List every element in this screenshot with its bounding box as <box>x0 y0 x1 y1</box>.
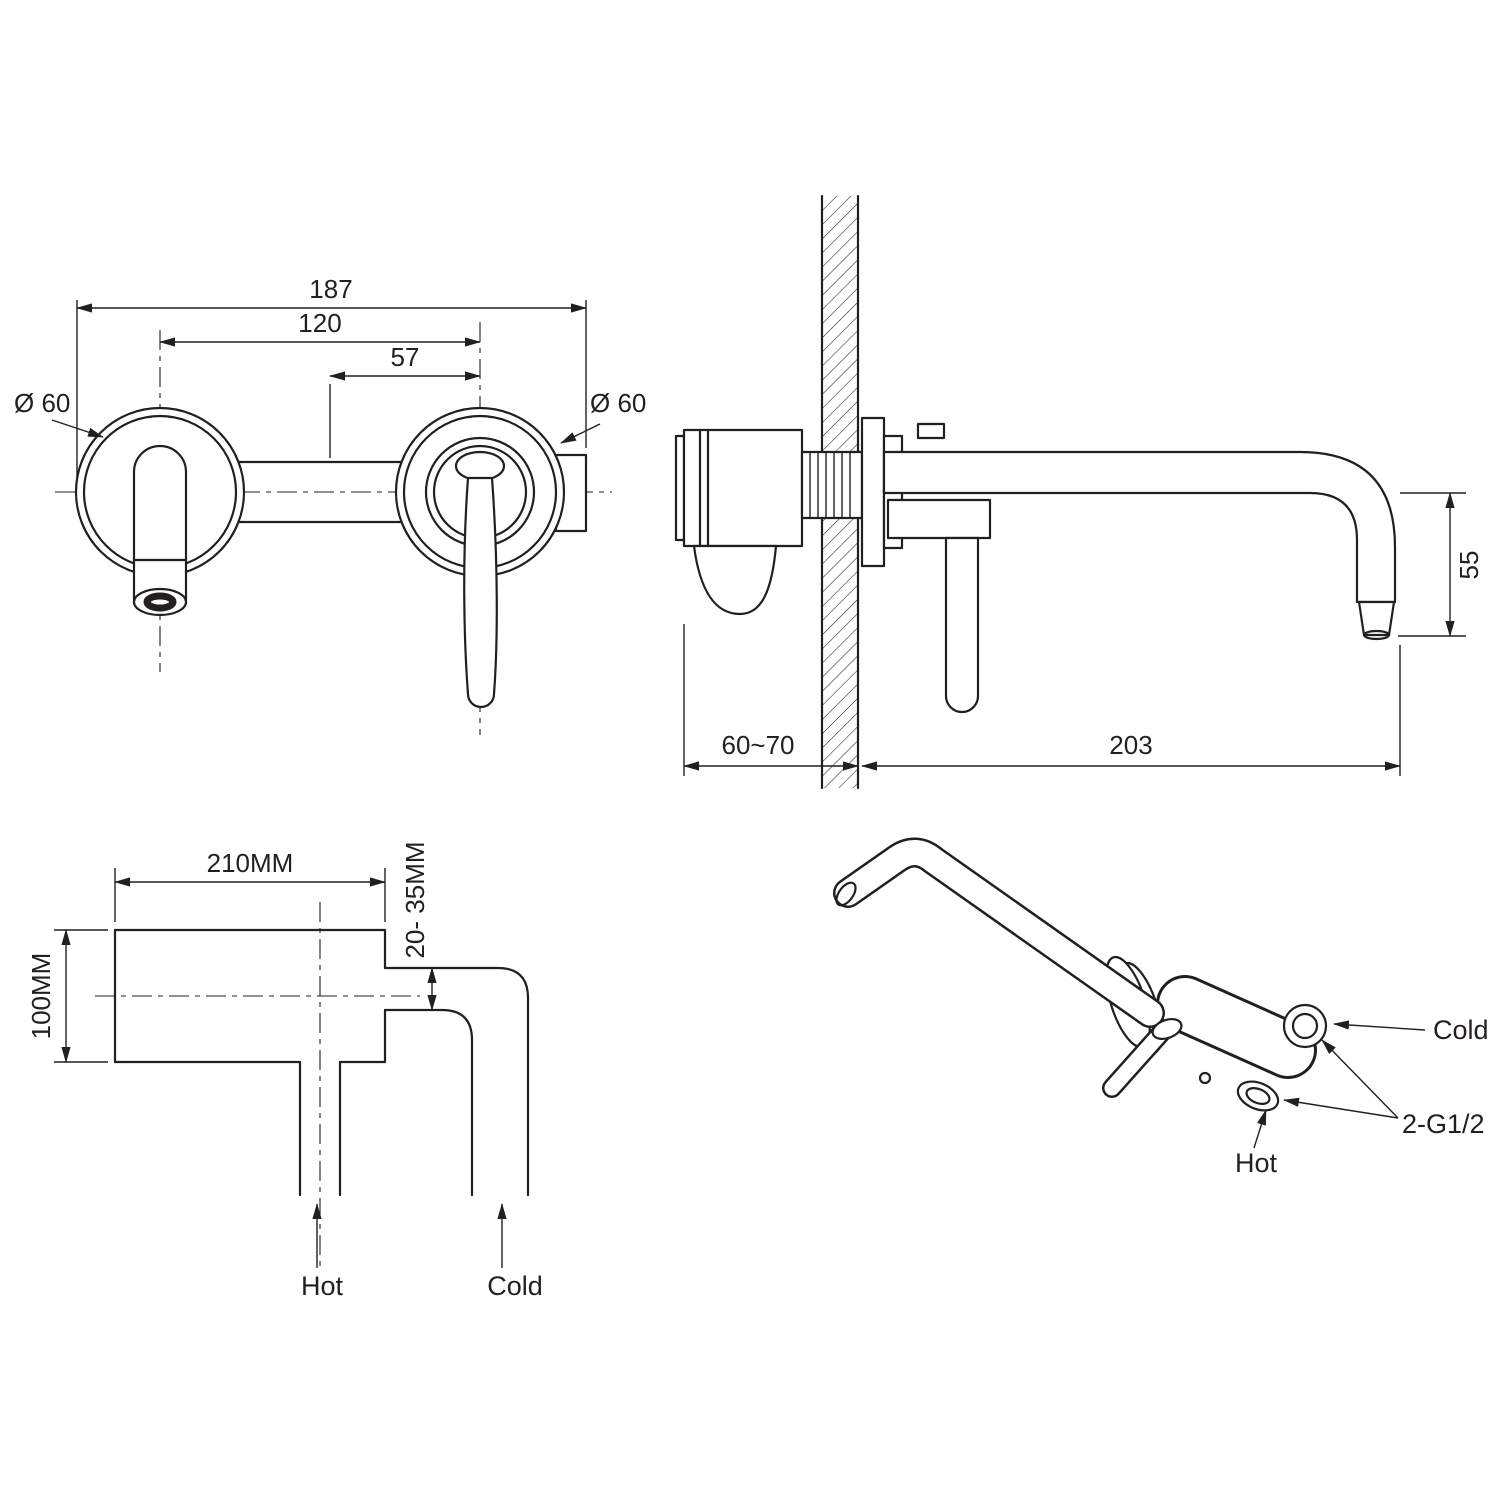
iso-screw <box>1198 1071 1212 1085</box>
iso-spout <box>833 837 1165 1028</box>
iso-hot-label: Hot <box>1235 1148 1278 1178</box>
side-dimensions: 55 60~70 203 <box>683 492 1484 776</box>
dim-spout-reach: 203 <box>1109 730 1152 760</box>
iso-spout-outlet <box>835 881 857 907</box>
handle-side <box>886 498 992 714</box>
iso-handle <box>1102 1018 1212 1098</box>
dim-spout-drop: 55 <box>1454 551 1484 580</box>
iso-cold-port <box>1282 1003 1328 1049</box>
rough-in-dimensions: 210MM 100MM 20- 35MM Hot Cold <box>26 841 543 1301</box>
iso-labels: Cold 2-G1/2 Hot <box>1235 1015 1489 1178</box>
aerator-ring <box>143 592 177 612</box>
dim-hole-centers: 120 <box>298 308 341 338</box>
dim-body-width: 210MM <box>207 848 294 878</box>
spout-front <box>132 444 188 617</box>
rough-in-view: 210MM 100MM 20- 35MM Hot Cold <box>26 841 543 1301</box>
spout-side <box>882 450 1397 641</box>
hot-label: Hot <box>301 1271 344 1301</box>
set-screw <box>916 422 946 440</box>
dim-body-height: 100MM <box>26 953 56 1040</box>
hot-supply-pipe <box>298 1060 342 1197</box>
iso-valve-body <box>1156 975 1317 1079</box>
side-view: 55 60~70 203 <box>674 194 1484 790</box>
handle-front <box>454 450 506 709</box>
front-view: 187 120 57 Ø 60 Ø 60 <box>14 274 646 735</box>
iso-hot-port <box>1236 1080 1280 1112</box>
dim-finish-depth-range: 20- 35MM <box>400 841 430 958</box>
iso-cold-label: Cold <box>1433 1015 1489 1045</box>
dim-handle-offset: 57 <box>391 342 420 372</box>
iso-thread-label: 2-G1/2 <box>1402 1109 1485 1139</box>
dia-right-label: Ø 60 <box>590 388 646 418</box>
outlet-pipe <box>383 966 530 1197</box>
dim-wall-cavity-depth: 60~70 <box>721 730 794 760</box>
cold-label: Cold <box>487 1271 543 1301</box>
concealed-valve-body <box>674 428 804 616</box>
isometric-view: Cold 2-G1/2 Hot <box>833 837 1489 1178</box>
rough-in-body <box>113 928 387 1064</box>
dia-left-label: Ø 60 <box>14 388 70 418</box>
threaded-nipple <box>800 450 864 520</box>
front-dimensions: 187 120 57 Ø 60 Ø 60 <box>14 274 646 480</box>
dim-overall-width: 187 <box>309 274 352 304</box>
rough-in-centerlines <box>95 902 420 1272</box>
